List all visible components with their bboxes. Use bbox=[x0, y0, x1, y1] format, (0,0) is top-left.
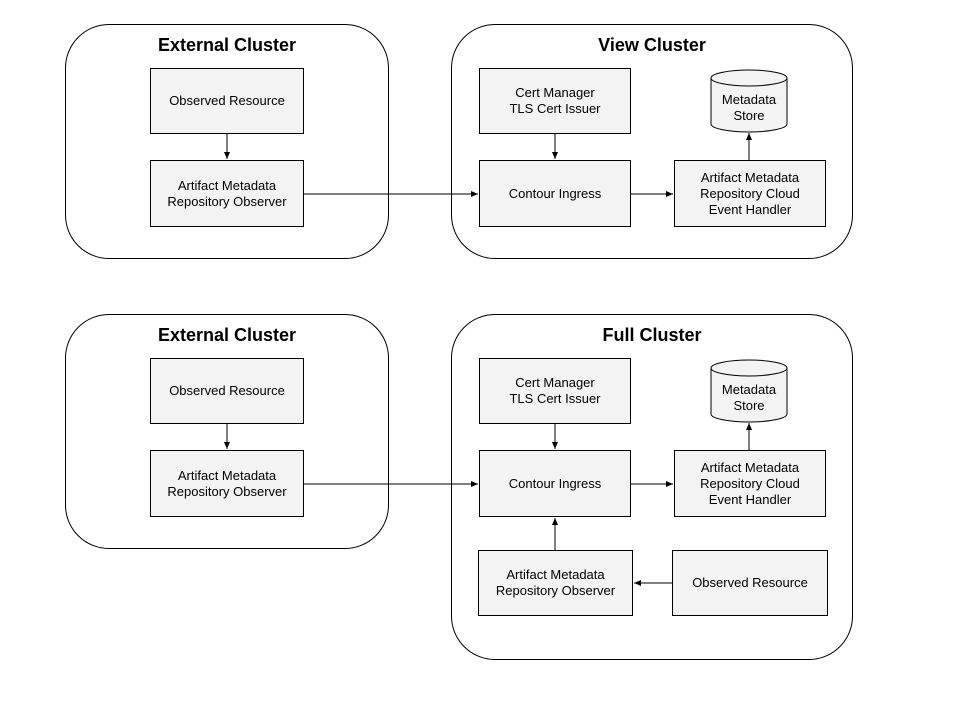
full-observer-node: Artifact Metadata Repository Observer bbox=[478, 550, 633, 616]
full-event-handler-node: Artifact Metadata Repository Cloud Event… bbox=[674, 450, 826, 517]
full-metadata-store-label: Metadata Store bbox=[721, 382, 777, 413]
full-contour-ingress-node: Contour Ingress bbox=[479, 450, 631, 517]
full-cert-manager-node: Cert Manager TLS Cert Issuer bbox=[479, 358, 631, 424]
view-cluster-title: View Cluster bbox=[598, 35, 706, 55]
bottom-external-cluster-title: External Cluster bbox=[157, 325, 297, 345]
top-event-handler-node: Artifact Metadata Repository Cloud Event… bbox=[674, 160, 826, 227]
full-observed-resource-node: Observed Resource bbox=[672, 550, 828, 616]
top-metadata-store-label: Metadata Store bbox=[721, 92, 777, 123]
full-cluster-title: Full Cluster bbox=[602, 325, 702, 345]
bottom-observer-node: Artifact Metadata Repository Observer bbox=[150, 450, 304, 517]
top-contour-ingress-node: Contour Ingress bbox=[479, 160, 631, 227]
top-observer-node: Artifact Metadata Repository Observer bbox=[150, 160, 304, 227]
top-observed-resource-node: Observed Resource bbox=[150, 68, 304, 134]
bottom-observed-resource-node: Observed Resource bbox=[150, 358, 304, 424]
top-cert-manager-node: Cert Manager TLS Cert Issuer bbox=[479, 68, 631, 134]
top-external-cluster-title: External Cluster bbox=[157, 35, 297, 55]
